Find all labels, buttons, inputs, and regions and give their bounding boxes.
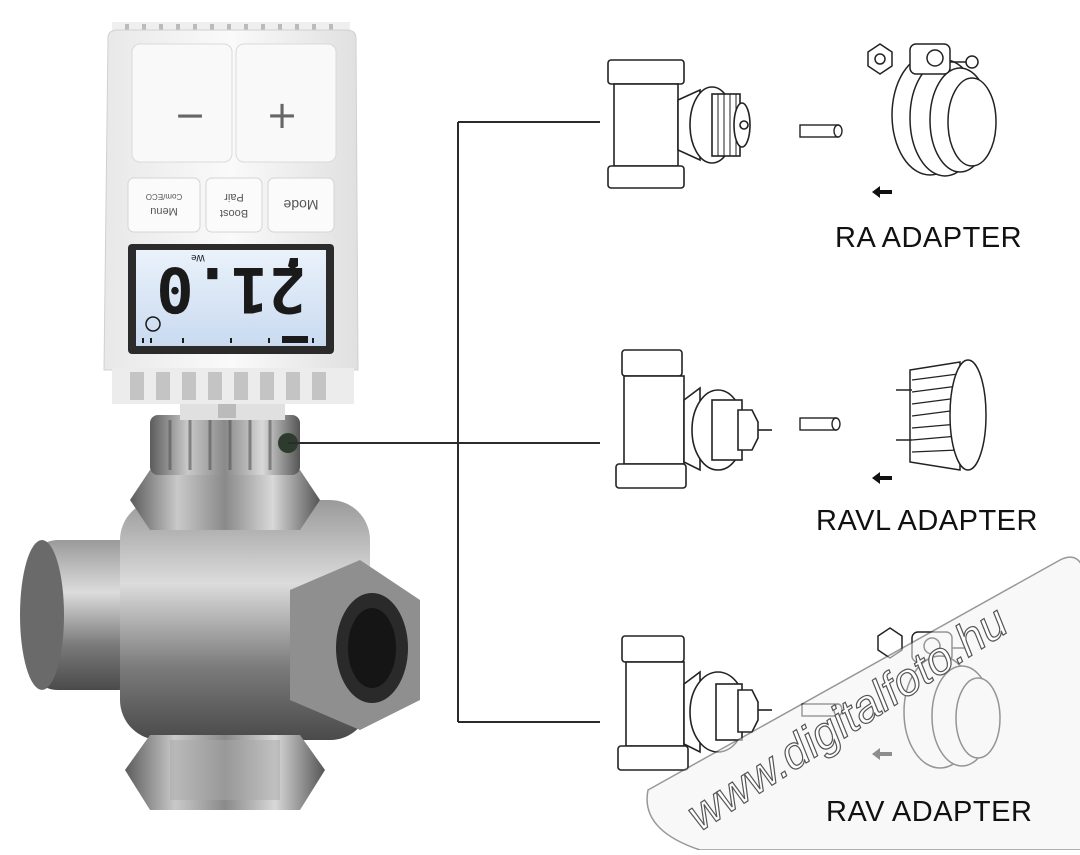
plus-button-label: + [266,93,298,137]
ravl-arrow-icon [872,472,892,484]
valve-body [20,470,420,810]
mode-button-label: Mode [283,197,318,213]
ravl-adapter-drawing [896,359,987,471]
ra-valve-drawing [607,59,751,189]
pair-boost-button[interactable]: Boost Pair [205,177,263,233]
menu-button[interactable]: Menu Com/ECO [127,177,201,233]
lcd-hand-icon [288,258,298,270]
ravl-valve-drawing [615,349,772,489]
connector-lines [288,121,600,723]
adapter-ring [150,398,300,475]
menu-button-label: Menu [150,205,178,217]
lcd-display: 21.0 We [128,244,334,354]
lcd-schedule-bar [142,336,314,343]
rav-adapter-label: RAV ADAPTER [826,796,1033,828]
ra-adapter-drawing [867,43,997,177]
minus-button[interactable]: − [131,43,233,163]
comfort-eco-label: Com/ECO [146,192,182,201]
rav-valve-drawing [617,635,772,771]
ravl-pin-drawing [799,417,841,431]
pair-button-label: Pair [224,191,244,203]
mode-button[interactable]: Mode [267,177,335,233]
plus-button[interactable]: + [235,43,337,163]
lcd-day-indicator: We [191,252,205,262]
thermostat-photo: − + Menu Com/ECO Boost Pair Mode [20,22,420,810]
lcd-temperature: 21.0 [156,253,305,326]
minus-button-label: − [174,93,206,137]
ravl-adapter-label: RAVL ADAPTER [816,505,1038,537]
ra-arrow-icon [872,186,892,198]
ra-adapter-label: RA ADAPTER [835,222,1023,254]
boost-button-label: Boost [220,207,248,219]
ra-pin-drawing [799,124,843,138]
lcd-degree-icon [145,316,161,332]
